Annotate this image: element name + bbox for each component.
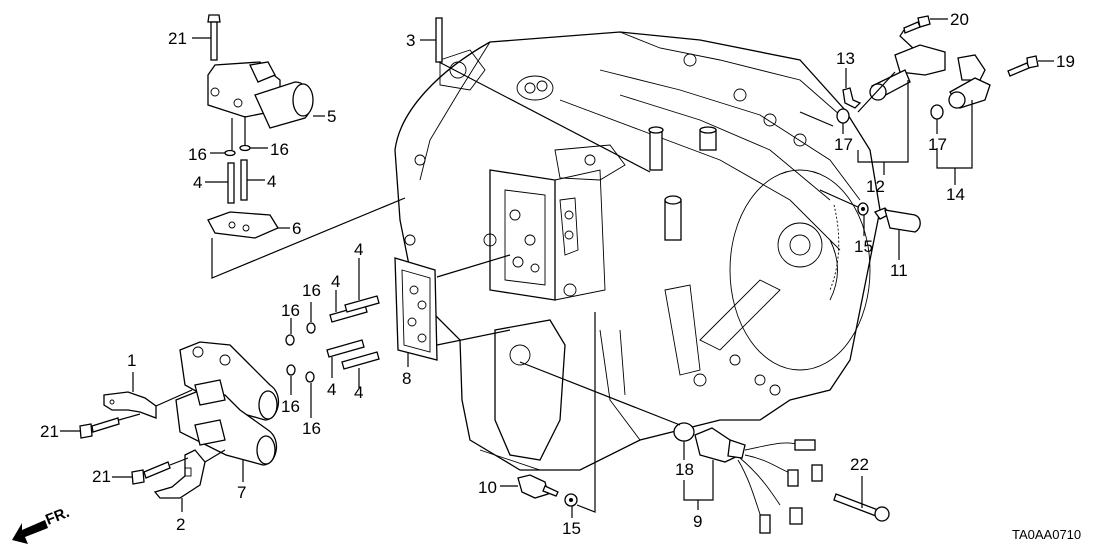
callout-8: 8: [402, 369, 411, 388]
part-21-bolt-left-b[interactable]: 21: [92, 457, 189, 486]
callout-11: 11: [890, 261, 908, 280]
callout-16-mid-b: 16: [281, 301, 300, 320]
front-direction-indicator: FR.: [12, 504, 72, 544]
callout-20: 20: [950, 10, 969, 29]
callout-3: 3: [406, 31, 415, 50]
part-22-bolt[interactable]: 22: [833, 455, 890, 522]
part-17-oring-right[interactable]: 17: [928, 104, 947, 154]
part-11-pressure-switch[interactable]: 11: [873, 207, 921, 280]
callout-2: 2: [176, 515, 185, 534]
part-7-solenoid-assembly[interactable]: 7: [175, 341, 280, 502]
callout-15-bottom: 15: [562, 519, 581, 538]
part-14-speed-sensor[interactable]: 14: [936, 54, 991, 204]
callout-17-right: 17: [928, 135, 947, 154]
callout-12: 12: [866, 177, 885, 196]
callout-16-mid-c: 16: [281, 397, 300, 416]
callout-1: 1: [127, 351, 136, 370]
part-19-bolt[interactable]: 19: [1007, 52, 1075, 77]
diagram-code: TA0AA0710: [1012, 527, 1081, 542]
callout-4-upper-right: 4: [267, 172, 276, 191]
part-9-harness[interactable]: 9: [683, 427, 823, 534]
part-3-dowel-pin[interactable]: 3: [406, 17, 651, 173]
callout-4-mid-a: 4: [331, 272, 340, 291]
callout-22: 22: [850, 455, 869, 474]
callout-15-right: 15: [854, 237, 873, 256]
callout-16-upper-right: 16: [270, 140, 289, 159]
part-20-bolt[interactable]: 20: [899, 10, 969, 51]
upper-orings-filters[interactable]: 16 16 4 4: [188, 116, 289, 204]
middle-orings[interactable]: 16 16 16 16: [281, 281, 321, 438]
callout-21-top: 21: [168, 29, 187, 48]
callout-4-mid-c: 4: [327, 380, 336, 399]
part-15-washer-right[interactable]: 15: [819, 189, 873, 256]
part-17-oring-left[interactable]: 17: [799, 108, 853, 154]
part-21-bolt-left-a[interactable]: 21: [40, 413, 141, 441]
callout-4-mid-b: 4: [354, 240, 363, 259]
callout-9: 9: [693, 512, 702, 531]
callout-4-mid-d: 4: [354, 383, 363, 402]
callout-21-left-a: 21: [40, 422, 59, 441]
part-1-bracket[interactable]: 1: [103, 351, 193, 419]
callout-19: 19: [1056, 52, 1075, 71]
callout-4-upper-left: 4: [193, 173, 202, 192]
callout-21-left-b: 21: [92, 467, 111, 486]
transmission-case: [394, 31, 881, 471]
part-8-gasket-plate[interactable]: 8: [394, 254, 511, 388]
callout-14: 14: [946, 185, 965, 204]
callout-16-mid-d: 16: [302, 419, 321, 438]
callout-6: 6: [292, 219, 301, 238]
callout-7: 7: [237, 483, 246, 502]
front-label: FR.: [43, 504, 72, 529]
callout-17-left: 17: [834, 135, 853, 154]
part-15-washer-bottom[interactable]: 15: [562, 312, 596, 538]
part-21-bolt-top[interactable]: 21: [168, 14, 221, 61]
callout-10: 10: [478, 478, 497, 497]
callout-13: 13: [836, 49, 855, 68]
part-2-bracket[interactable]: 2: [153, 449, 226, 534]
part-6-gasket[interactable]: 6: [207, 197, 406, 279]
middle-filters[interactable]: 4 4 4 4: [326, 240, 380, 402]
callout-16-upper-left: 16: [188, 145, 207, 164]
part-18-oring[interactable]: 18: [519, 361, 695, 479]
front-arrow-icon: [12, 520, 48, 544]
callout-18: 18: [675, 460, 694, 479]
part-12-speed-sensor[interactable]: 12: [857, 44, 946, 196]
callout-5: 5: [327, 107, 336, 126]
part-13-clip[interactable]: 13: [836, 49, 862, 109]
part-5-solenoid-valve[interactable]: 5: [207, 61, 336, 129]
callout-16-mid-a: 16: [302, 281, 321, 300]
part-10-pressure-switch[interactable]: 10: [478, 474, 559, 499]
